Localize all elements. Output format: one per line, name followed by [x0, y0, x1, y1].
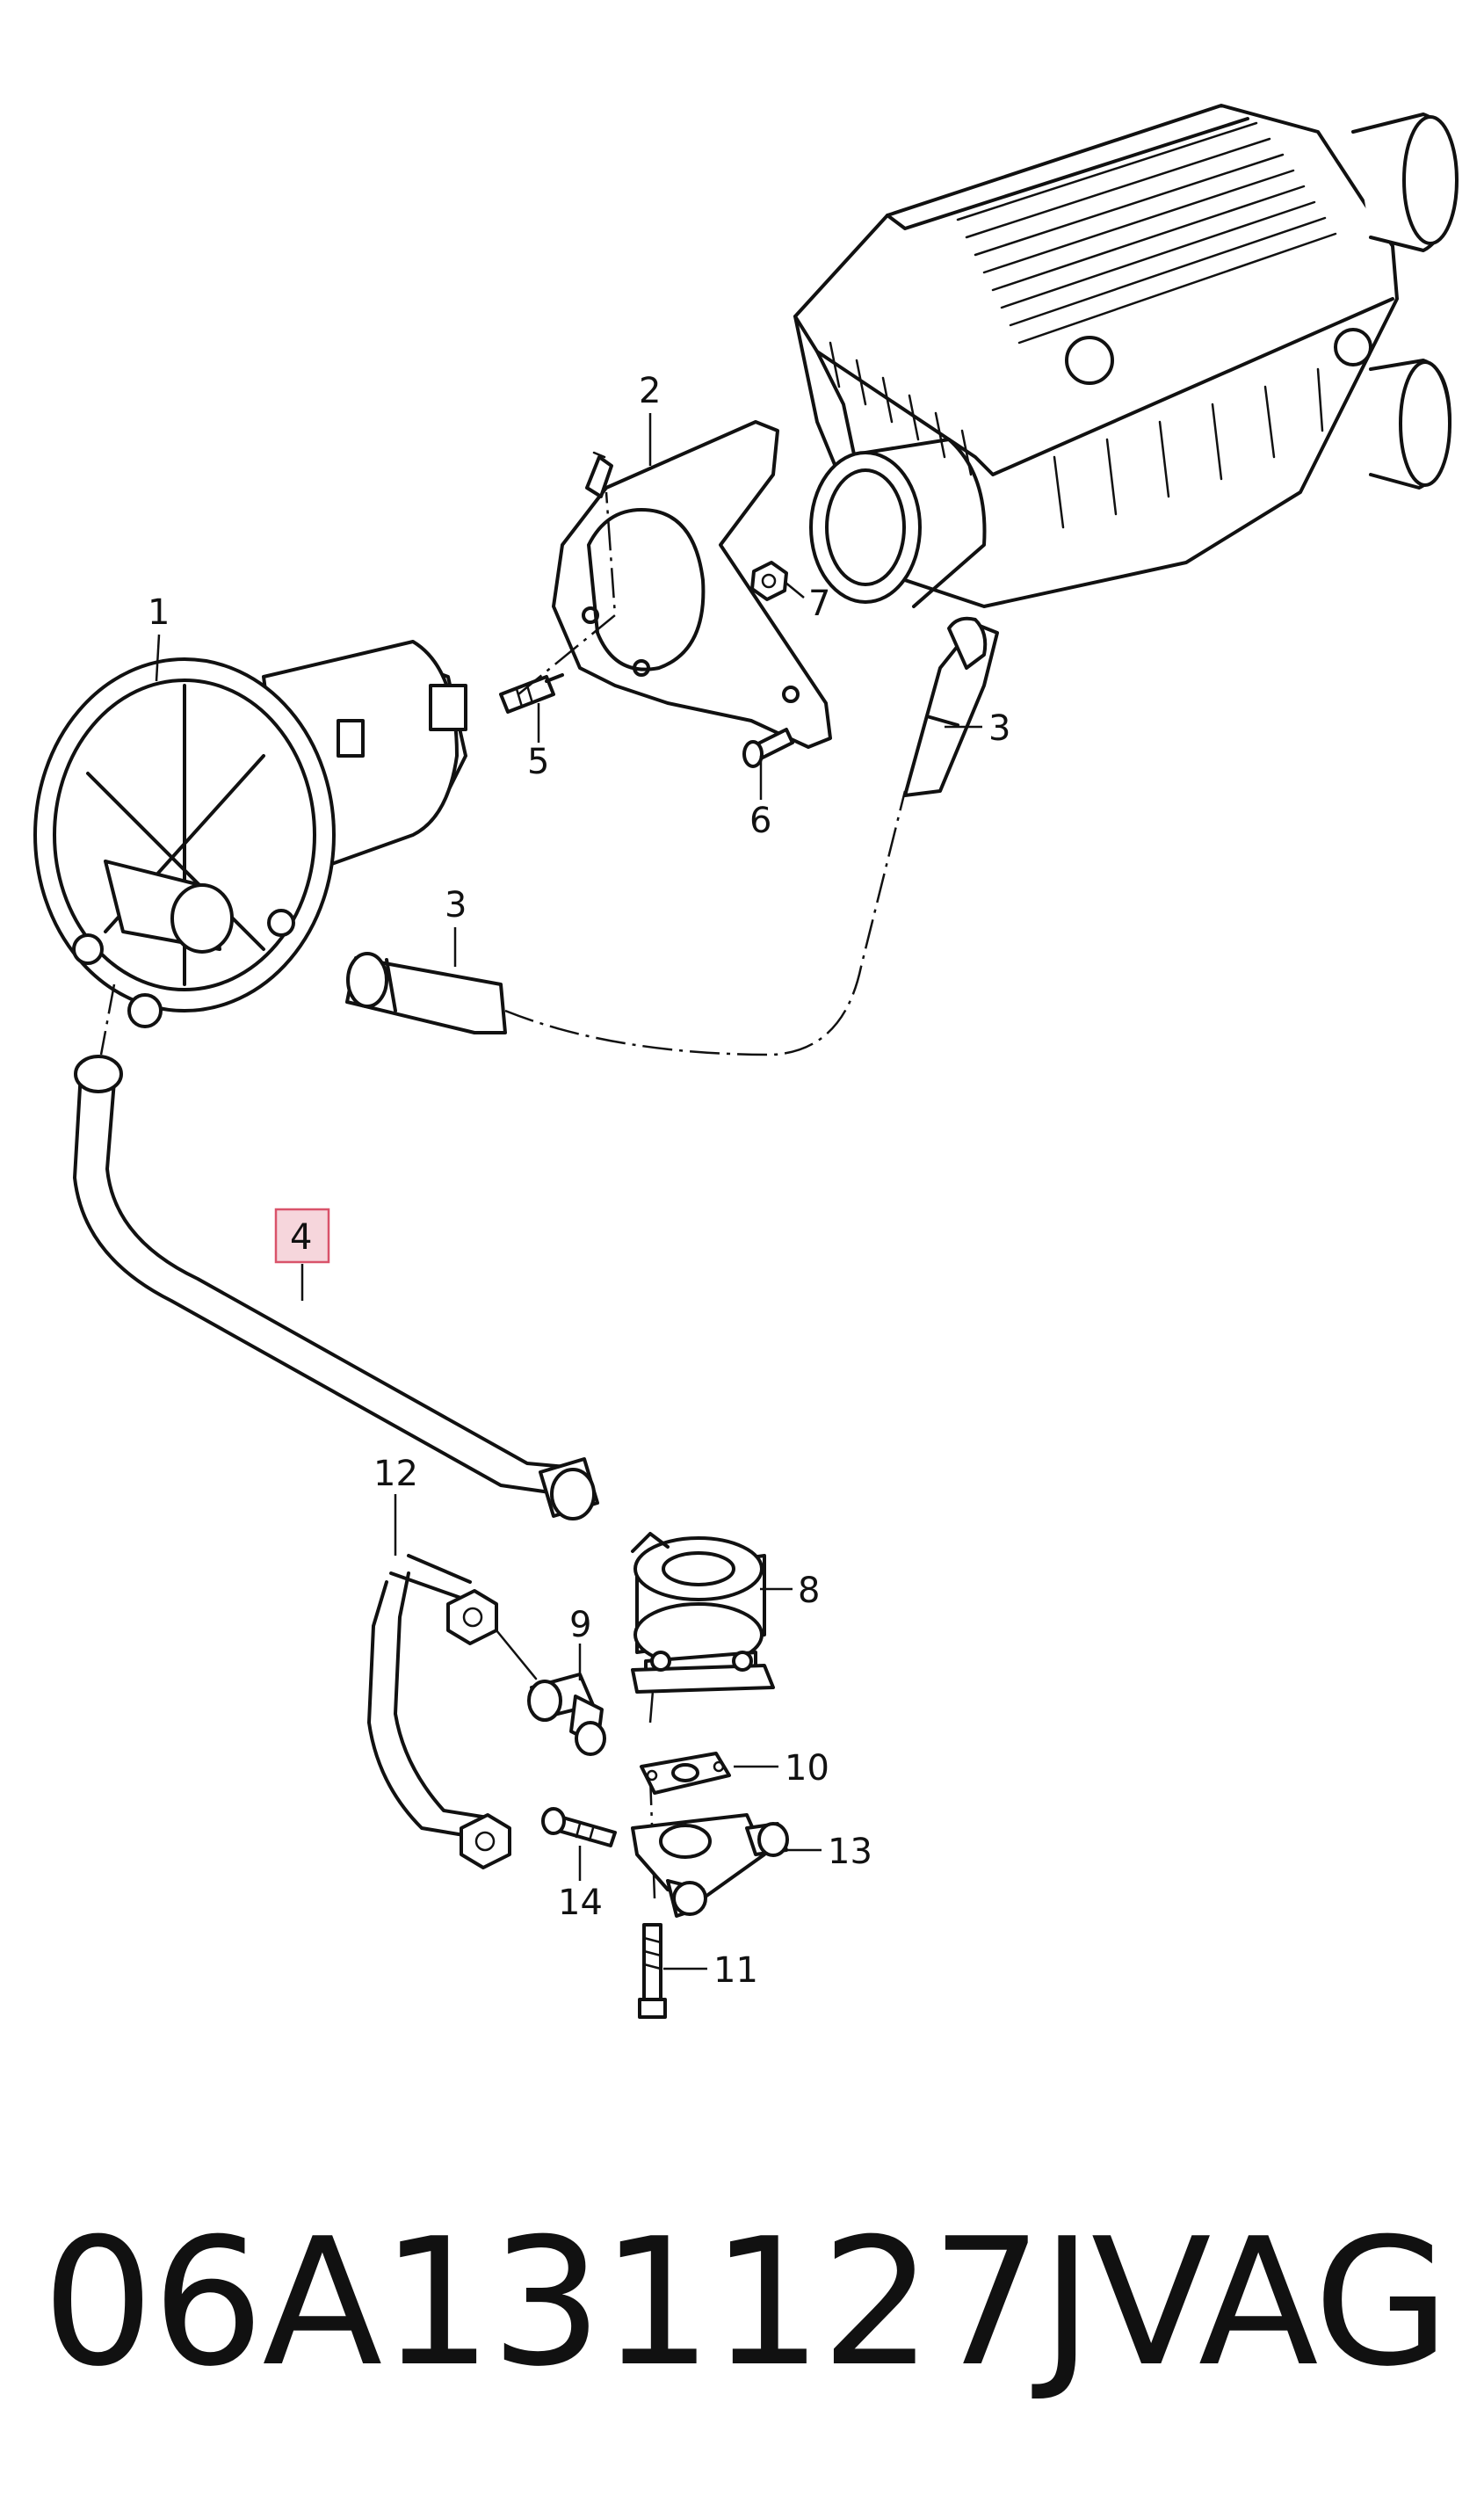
gasket [640, 1752, 731, 1795]
callout-14[interactable]: 14 [558, 1883, 603, 1923]
air-filter-housing [793, 104, 1459, 608]
callout-7[interactable]: 7 [808, 584, 830, 624]
callout-3-upper[interactable]: 3 [988, 708, 1010, 749]
screw [742, 728, 794, 768]
routing-line-b [518, 491, 617, 695]
flange [631, 1813, 789, 1918]
callout-1[interactable]: 1 [148, 592, 170, 633]
nut [750, 561, 788, 601]
air-pipe [73, 1055, 599, 1520]
callout-5[interactable]: 5 [527, 742, 549, 782]
routing-line-a [504, 790, 907, 1056]
parts-diagram: 1 2 3 3 4 5 6 7 8 9 10 11 12 13 14 [33, 104, 1459, 2019]
callout-4[interactable]: 4 [290, 1217, 312, 1258]
callout-6[interactable]: 6 [749, 801, 771, 841]
bracket [552, 420, 832, 749]
routing-line-e [648, 1669, 656, 1724]
bent-pipe [367, 1554, 538, 1869]
callout-12[interactable]: 12 [373, 1454, 418, 1494]
callout-3-lower[interactable]: 3 [445, 885, 467, 925]
highlight-box-4 [274, 1208, 330, 1264]
hose-lower [345, 952, 507, 1034]
bolt-short [541, 1807, 617, 1847]
callout-8[interactable]: 8 [798, 1571, 820, 1611]
part-number: 06A131127J [42, 2200, 1093, 2406]
callout-leaders [155, 413, 982, 1970]
secondary-air-pump [33, 640, 467, 1028]
hose-upper [903, 616, 999, 797]
bolt-connector [499, 673, 564, 714]
part-number-footer: 06A131127J VAG [0, 2171, 1484, 2435]
brand-name: VAG [1090, 2200, 1450, 2406]
callout-10[interactable]: 10 [785, 1748, 829, 1789]
callout-11[interactable]: 11 [713, 1950, 758, 1991]
adapter-fitting [527, 1673, 606, 1756]
bolt-long [638, 1923, 667, 2019]
callout-9[interactable]: 9 [569, 1605, 591, 1645]
combi-valve [631, 1532, 775, 1694]
callout-13[interactable]: 13 [828, 1832, 872, 1872]
callout-2[interactable]: 2 [639, 371, 661, 411]
routing-line-c [99, 983, 116, 1056]
